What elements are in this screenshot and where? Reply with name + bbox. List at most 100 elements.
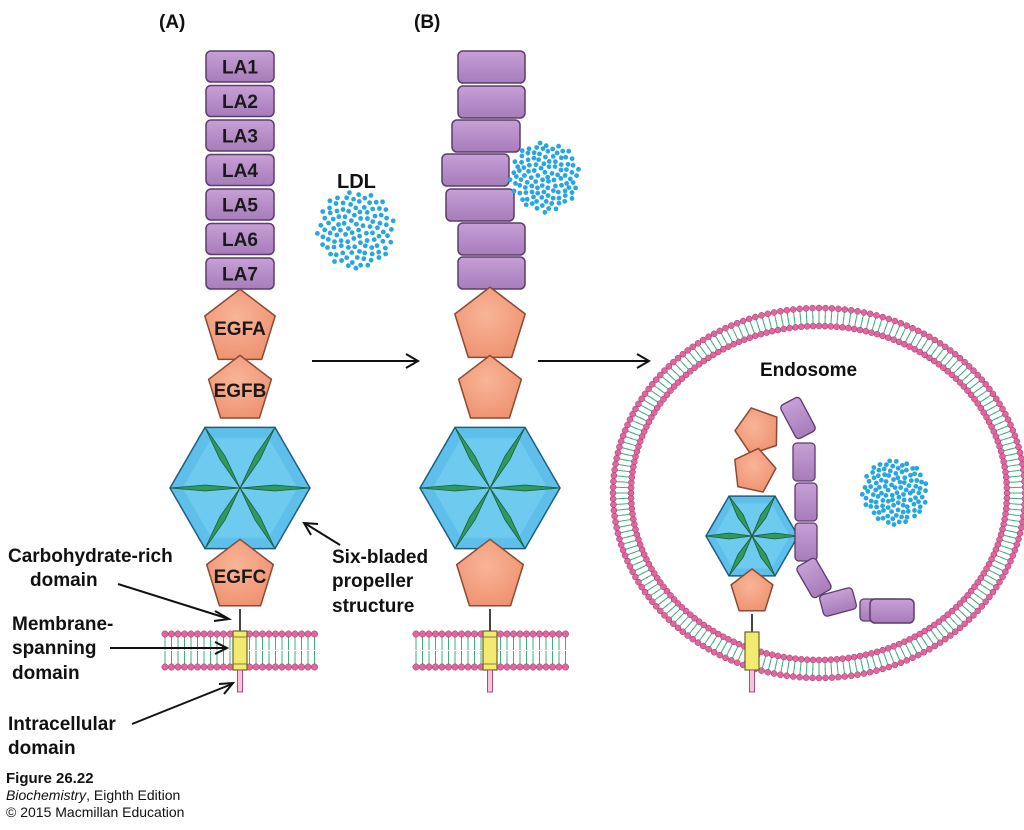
carbohydrate-label-line1: Carbohydrate-rich — [8, 546, 173, 567]
ldl-particle-a-dot — [354, 255, 360, 260]
endosome-tail — [1008, 513, 1016, 516]
endosome-head — [982, 381, 989, 388]
endosome-head — [1019, 518, 1024, 526]
endosome-head — [879, 332, 886, 340]
membrane-b-head — [555, 630, 563, 638]
ldl-particle-b-dot — [520, 197, 525, 203]
endosome-head — [903, 657, 910, 664]
endosome-head — [777, 308, 784, 315]
endosome-head — [860, 670, 868, 677]
endosome-tail — [739, 648, 744, 656]
endosome-head — [789, 673, 797, 680]
ldl-particle-a-dot — [364, 238, 370, 243]
tm-b — [482, 609, 498, 693]
endosome-head — [629, 410, 636, 418]
membrane-b-head — [542, 630, 550, 638]
endosome-tail — [775, 658, 778, 666]
endosome-head — [999, 405, 1006, 413]
endosome-head — [616, 443, 623, 451]
membrane-b — [412, 630, 569, 671]
caption: Figure 26.22 Biochemistry, Eighth Editio… — [6, 770, 184, 821]
endosome-head — [961, 620, 968, 628]
membrane-b-head — [529, 630, 537, 638]
endosome-head — [674, 379, 682, 386]
ldl-particle-b-dot — [551, 177, 557, 183]
endosome-head — [828, 674, 836, 681]
ldl-particle-a-dot — [327, 205, 332, 211]
ldl-particle-endosome-dot — [903, 519, 908, 525]
endosome-head — [940, 364, 947, 371]
endosome-head — [689, 343, 696, 351]
endosome-tail — [979, 397, 987, 403]
la-module-endosome-box — [794, 522, 818, 562]
endosome-tail — [920, 636, 926, 643]
ldl-particle-a-dot — [357, 249, 362, 254]
endosome-tail — [622, 470, 630, 473]
la-module-endosome-1 — [780, 396, 816, 440]
endosome-tail — [793, 317, 796, 325]
membrane-b-head — [562, 630, 569, 638]
ldl-particle-endosome-dot — [914, 478, 920, 483]
endosome-head — [789, 306, 797, 313]
endosome-head — [774, 326, 782, 334]
endosome-head — [926, 624, 933, 632]
endosome-head — [996, 400, 1003, 408]
membrane-a-head — [168, 663, 175, 671]
endosome-tail — [692, 623, 698, 630]
endosome-head — [827, 656, 835, 663]
endosome-head — [710, 351, 717, 359]
ldl-particle-endosome-dot — [873, 480, 879, 486]
endosome-head — [705, 333, 712, 341]
ldl-particle-b-dot — [507, 177, 513, 183]
ldl-particle-a-dot — [334, 208, 340, 214]
propeller-annotation: Six-bladed propeller structure — [302, 521, 428, 617]
membrane-a-head — [207, 663, 214, 671]
endosome-tail — [658, 388, 665, 394]
endosome-head — [942, 343, 949, 351]
la-module-endosome-box — [818, 587, 858, 617]
ldl-particle-b-dot — [528, 175, 534, 181]
endosome-head — [914, 651, 922, 659]
endosome-tail — [621, 508, 629, 511]
ldl-particle-a-dot — [356, 227, 361, 233]
ldl-particle-endosome-dot — [892, 485, 898, 490]
membrane-a-head — [252, 630, 260, 638]
ldl-particle-endosome-dot — [887, 458, 893, 464]
endosome-head — [695, 361, 703, 368]
endosome-tail — [639, 564, 647, 569]
ldl-particle-a-dot — [318, 222, 324, 228]
endosome-head — [720, 346, 727, 353]
endosome-tail — [787, 660, 790, 668]
membrane-b-head — [458, 663, 465, 671]
ldl-particle-endosome-dot — [880, 515, 886, 521]
endosome-head — [868, 329, 875, 336]
endosome-head — [822, 674, 829, 682]
egf-a-panel-b — [454, 286, 526, 359]
ldl-particle-endosome-dot — [905, 508, 911, 514]
ldl-particle-a-dot — [335, 195, 340, 201]
endosome-head — [993, 395, 1000, 403]
endosome-head — [764, 310, 772, 318]
membrane-a-head — [311, 630, 318, 638]
endosome-head — [879, 646, 886, 654]
endosome-tail — [866, 657, 869, 665]
endosome-head — [682, 371, 690, 379]
ldl-particle-a-dot — [380, 199, 385, 205]
endosome-tail — [976, 588, 984, 593]
endosome-head — [735, 640, 743, 648]
ldl-particle-endosome-dot — [885, 498, 891, 504]
endosome-tail — [848, 660, 851, 668]
endosome-head — [948, 371, 956, 379]
ldl-particle-a-dot — [352, 212, 357, 218]
endosome-tail — [627, 448, 635, 452]
endosome-head — [854, 671, 861, 678]
ldl-particle-b-dot — [567, 176, 573, 182]
membrane-b-head — [516, 663, 524, 671]
endosome-tail — [624, 524, 632, 527]
endosome-tail — [630, 437, 638, 441]
ldl-particle-a-dot — [352, 244, 358, 250]
endosome-tail — [628, 443, 636, 447]
endosome-head — [611, 512, 618, 520]
endosome-head — [833, 323, 840, 330]
la-module-endosome-6 — [818, 587, 858, 617]
